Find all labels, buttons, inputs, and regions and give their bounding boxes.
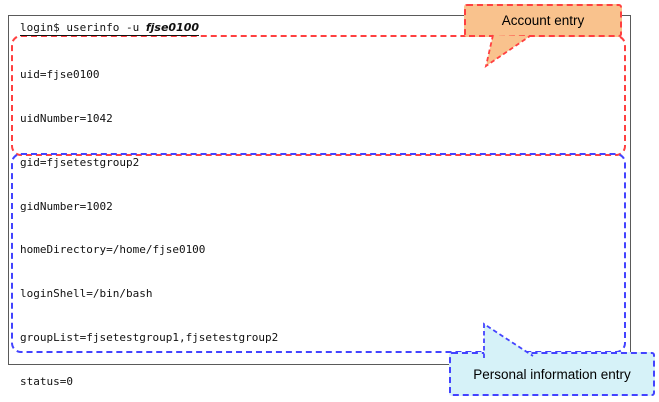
command-text: login$ userinfo -u fjse0100 <box>20 21 200 36</box>
terminal-output: uid=fjse0100 uidNumber=1042 gid=fjsetest… <box>20 39 278 402</box>
account-entry-group-box <box>11 35 626 156</box>
terminal-line: homeDirectory=/home/fjse0100 <box>20 243 206 257</box>
command-argument: fjse0100 <box>145 21 200 34</box>
personal-info-group-box <box>11 153 626 353</box>
terminal-window-frame <box>8 15 631 365</box>
terminal-line: loginShell=/bin/bash <box>20 287 153 301</box>
account-entry-callout-label: Account entry <box>501 13 585 28</box>
personal-info-callout: Personal information entry <box>449 352 655 396</box>
personal-info-callout-label: Personal information entry <box>473 366 631 382</box>
account-entry-callout: Account entry <box>464 4 622 37</box>
command-line: login$ userinfo -u fjse0100 <box>20 21 200 36</box>
terminal-line: uid=fjse0100 <box>20 68 100 82</box>
terminal-line: groupList=fjsetestgroup1,fjsetestgroup2 <box>20 330 279 344</box>
command-prefix: login$ userinfo -u <box>20 21 146 34</box>
terminal-line: status=0 <box>20 374 73 388</box>
terminal-line: uidNumber=1042 <box>20 111 113 125</box>
terminal-line: gid=fjsetestgroup2 <box>20 155 140 169</box>
terminal-line: gidNumber=1002 <box>20 199 113 213</box>
